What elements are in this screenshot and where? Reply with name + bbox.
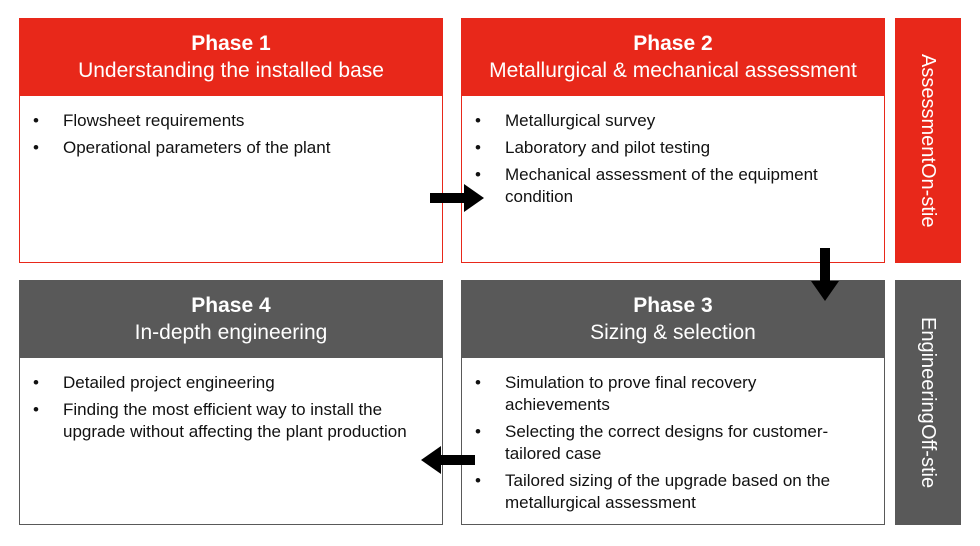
side-label-line: Engineering <box>917 317 939 424</box>
phase-3-box: Phase 3 Sizing & selection Simulation to … <box>461 280 885 525</box>
phase-1-header: Phase 1 Understanding the installed base <box>20 19 442 96</box>
side-label-line: Assessment <box>917 53 939 163</box>
phase-title: Phase 1 <box>191 32 271 55</box>
phase-4-header: Phase 4 In-depth engineering <box>20 281 442 358</box>
side-label-line: Off-stie <box>917 423 939 488</box>
phase-subtitle: Understanding the installed base <box>78 59 384 82</box>
list-item: Simulation to prove final recovery achie… <box>475 372 864 416</box>
arrow-left-icon <box>421 446 475 474</box>
phase-4-box: Phase 4 In-depth engineering Detailed pro… <box>19 280 443 525</box>
phase-2-header: Phase 2 Metallurgical & mechanical assess… <box>462 19 884 96</box>
side-label-line: On-stie <box>917 162 939 228</box>
list-item: Laboratory and pilot testing <box>475 137 864 159</box>
phase-title: Phase 3 <box>633 294 713 317</box>
phase-4-list: Detailed project engineeringFinding the … <box>20 358 442 443</box>
list-item: Mechanical assessment of the equipment c… <box>475 164 864 208</box>
phase-1-list: Flowsheet requirementsOperational parame… <box>20 96 442 159</box>
phase-subtitle: In-depth engineering <box>134 321 328 344</box>
phase-title: Phase 2 <box>633 32 713 55</box>
list-item: Metallurgical survey <box>475 110 864 132</box>
phase-title: Phase 4 <box>191 294 271 317</box>
phase-3-header: Phase 3 Sizing & selection <box>462 281 884 358</box>
phase-subtitle: Sizing & selection <box>590 321 756 344</box>
phase-3-list: Simulation to prove final recovery achie… <box>462 358 884 514</box>
list-item: Selecting the correct designs for custom… <box>475 421 864 465</box>
list-item: Finding the most efficient way to instal… <box>33 399 422 443</box>
list-item: Flowsheet requirements <box>33 110 422 132</box>
phase-subtitle: Metallurgical & mechanical assessment <box>489 59 857 82</box>
arrow-down-icon <box>811 248 839 301</box>
list-item: Tailored sizing of the upgrade based on … <box>475 470 864 514</box>
list-item: Operational parameters of the plant <box>33 137 422 159</box>
arrow-right-icon <box>430 184 484 212</box>
phase-2-box: Phase 2 Metallurgical & mechanical assess… <box>461 18 885 263</box>
list-item: Detailed project engineering <box>33 372 422 394</box>
phase-2-list: Metallurgical surveyLaboratory and pilot… <box>462 96 884 208</box>
